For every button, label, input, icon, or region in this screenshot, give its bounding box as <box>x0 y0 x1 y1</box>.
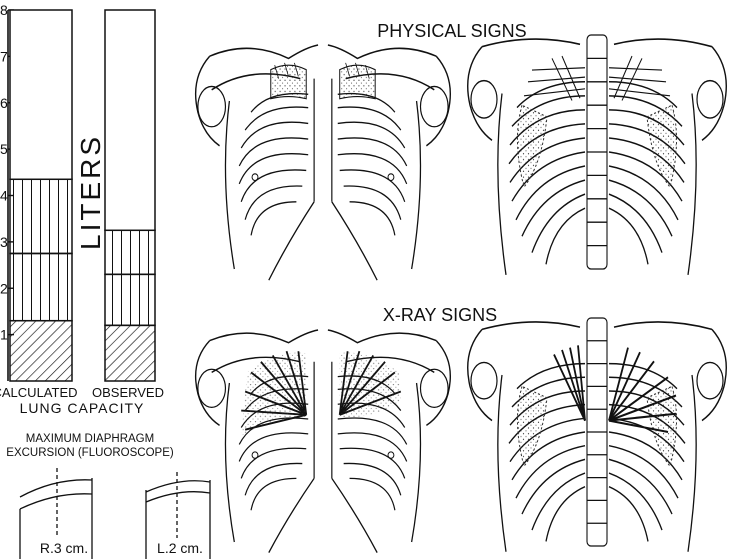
y-tick-label: 5 <box>0 141 8 157</box>
category-label-observed: OBSERVED <box>92 385 164 400</box>
diaphragm-title-line2: EXCURSION (FLUOROSCOPE) <box>6 447 174 459</box>
bar-segment <box>10 179 72 253</box>
xray-front-chest <box>196 330 451 553</box>
physical-signs-title: PHYSICAL SIGNS <box>377 21 526 41</box>
bar-segment <box>105 230 155 274</box>
bar-segment <box>105 274 155 325</box>
y-tick-label: 8 <box>0 2 8 18</box>
chart-caption: LUNG CAPACITY <box>20 400 145 416</box>
bar-segment <box>10 253 72 320</box>
bar-calculated <box>10 10 72 381</box>
y-tick-label: 6 <box>0 95 8 111</box>
diaphragm-title-line1: MAXIMUM DIAPHRAGM <box>26 433 154 445</box>
bar-segment <box>105 325 155 381</box>
y-tick-label: 7 <box>0 48 8 64</box>
xray-back-chest <box>468 318 727 552</box>
physical-front-chest <box>196 45 451 280</box>
y-tick-label: 3 <box>0 234 8 250</box>
y-tick-label: 1 <box>0 327 8 343</box>
xray-signs-title: X-RAY SIGNS <box>383 305 497 325</box>
right-excursion-value: R.3 cm. <box>40 540 88 556</box>
diaphragm-excursion: MAXIMUM DIAPHRAGM EXCURSION (FLUOROSCOPE… <box>6 433 210 559</box>
bar-observed <box>105 10 155 381</box>
category-label-calculated: CALCULATED <box>0 385 78 400</box>
left-excursion-value: L.2 cm. <box>157 540 203 556</box>
y-tick-label: 2 <box>0 280 8 296</box>
lung-capacity-chart: 1 2 3 4 5 6 7 8 LITERS CALCULATED OBSERVED LUNG… <box>0 2 164 416</box>
bar-segment <box>10 321 72 381</box>
y-axis-label: LITERS <box>75 134 106 250</box>
y-tick-label: 4 <box>0 188 8 204</box>
bar-segment <box>105 10 155 230</box>
bar-segment <box>10 10 72 179</box>
physical-back-chest <box>468 35 727 275</box>
